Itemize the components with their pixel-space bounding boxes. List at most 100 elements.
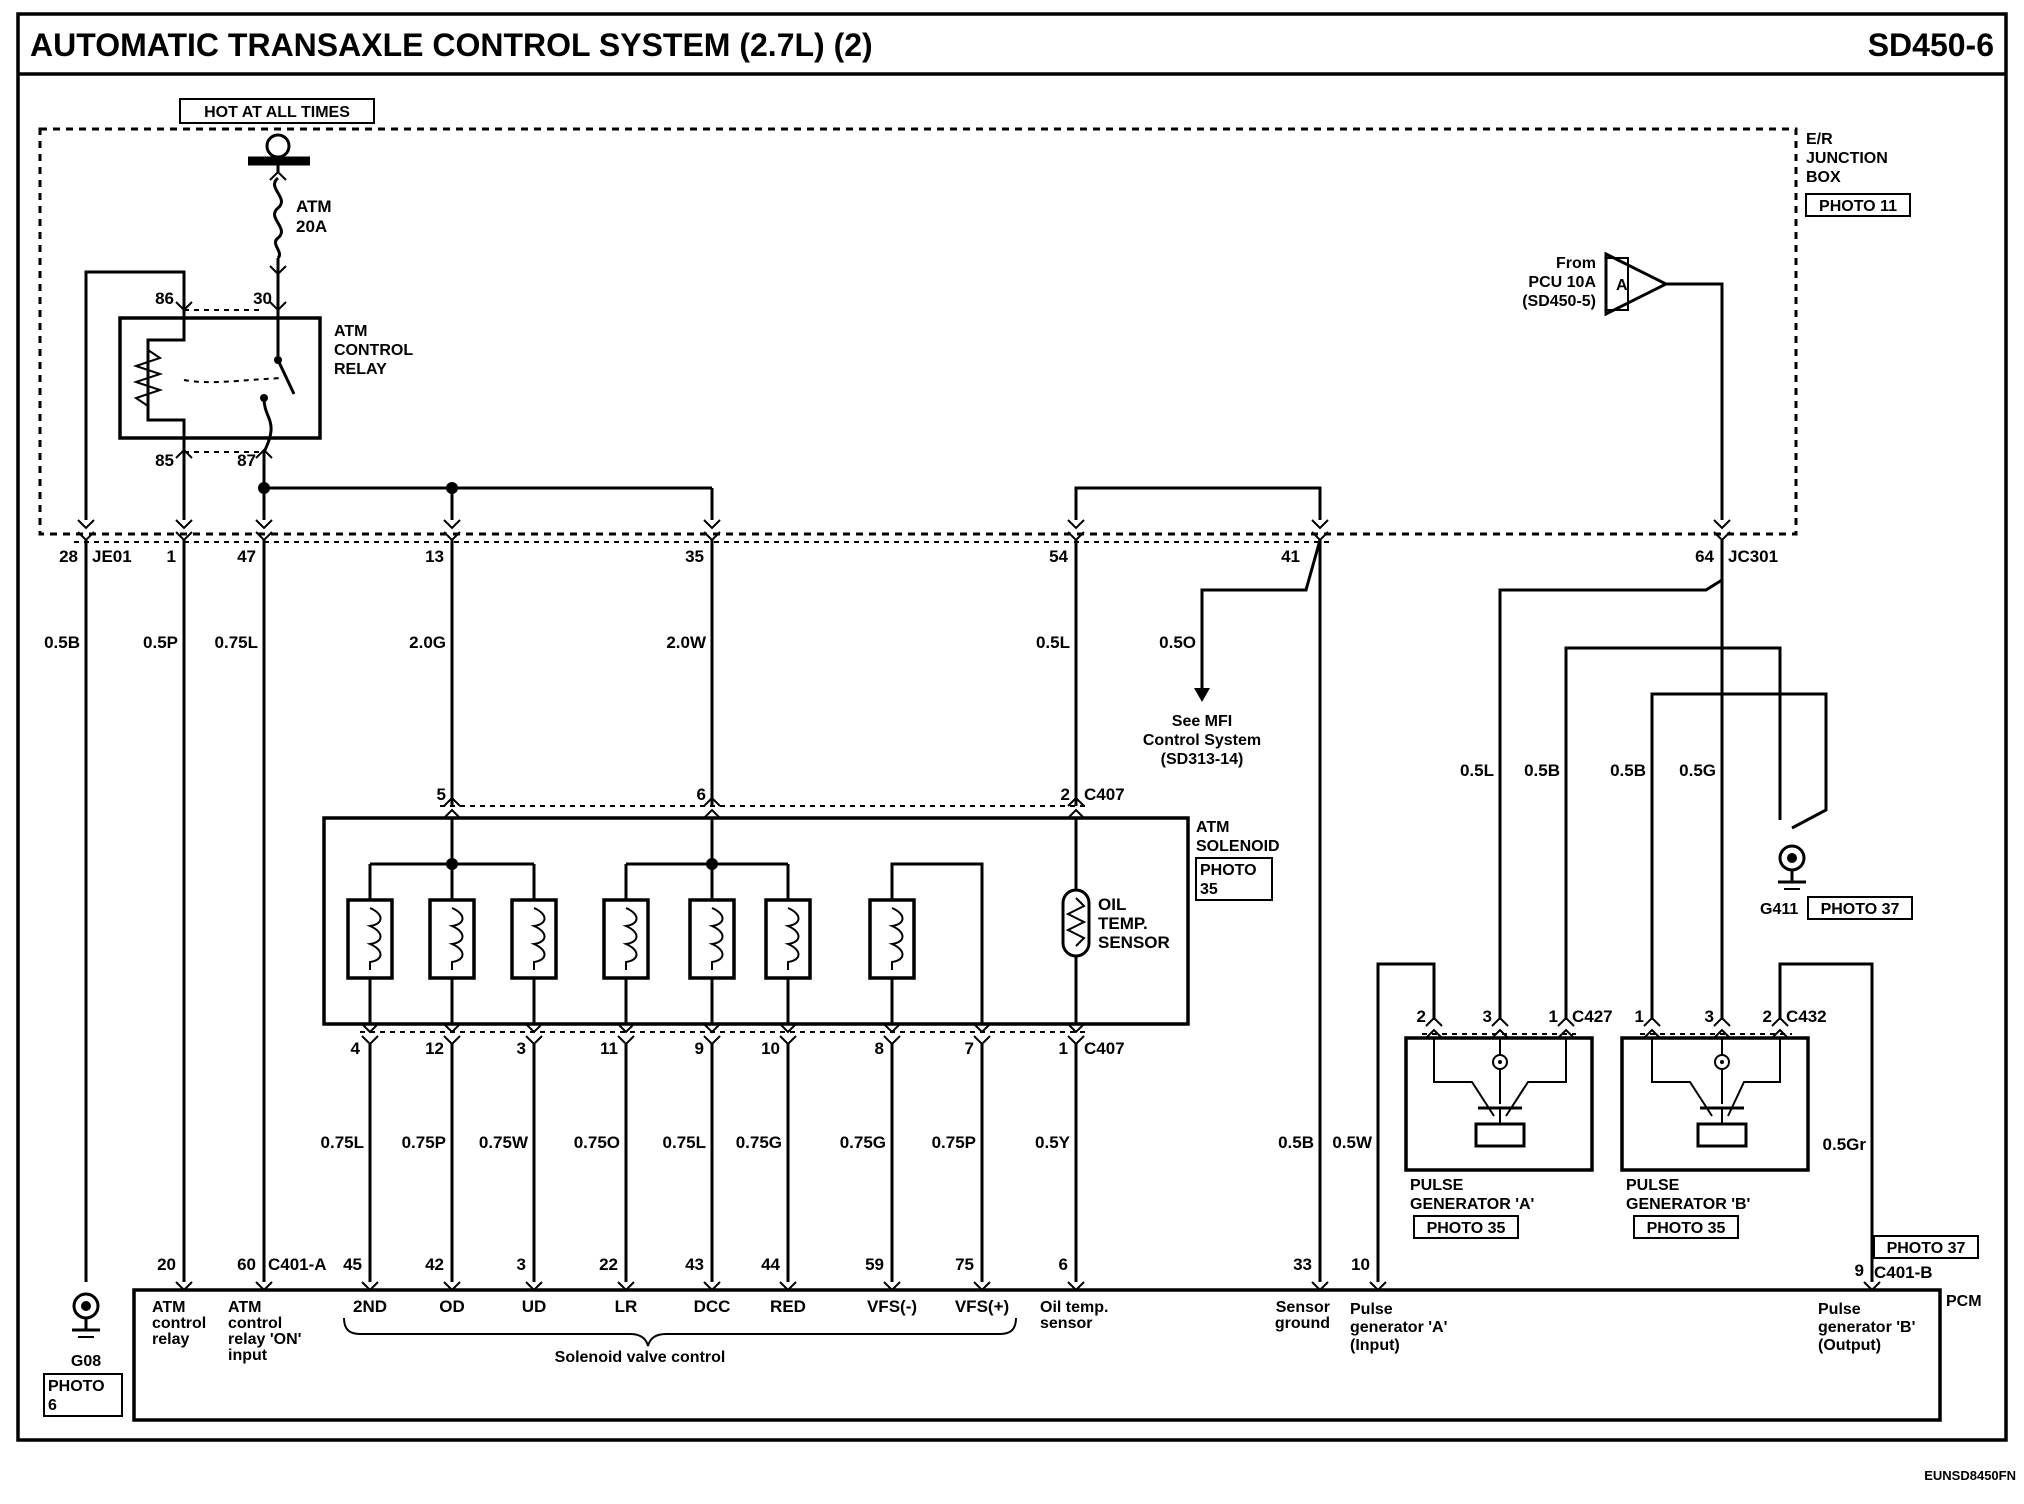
pg-wire-3: 0.5G — [1679, 761, 1716, 780]
mfi-note-line3: (SD313-14) — [1161, 751, 1244, 768]
from-pcu-line1: From — [1556, 255, 1596, 272]
sol-top-pin-6: 6 — [697, 785, 706, 804]
relay-coil-icon — [132, 349, 164, 407]
junction-box-photo: PHOTO 11 — [1819, 198, 1897, 215]
pcm-pin-60: 60 — [237, 1255, 256, 1274]
hot-label-box — [179, 98, 375, 124]
pg-a-line2: GENERATOR 'A' — [1410, 1196, 1534, 1213]
pcm-label-pgb-2: generator 'B' — [1818, 1319, 1915, 1336]
pg-b-connector: C432 — [1786, 1007, 1827, 1026]
wire-mid-8: 0.5Y — [1035, 1133, 1071, 1152]
pcm-label-on-4: input — [228, 1347, 268, 1364]
pcm-label-on-3: relay 'ON' — [228, 1331, 301, 1348]
g411-photo: PHOTO 37 — [1821, 901, 1900, 918]
je01-pin-1: 1 — [167, 547, 176, 566]
relay-name-line3: RELAY — [334, 361, 387, 378]
pcm-sol-ud: UD — [522, 1297, 547, 1316]
oil-sensor-line1: OIL — [1098, 895, 1126, 914]
pg-b-line2: GENERATOR 'B' — [1626, 1196, 1750, 1213]
pcm-label-pgb-3: (Output) — [1818, 1337, 1881, 1354]
pg-b-pin-2: 2 — [1763, 1007, 1772, 1026]
pulse-generator-b-icon — [1651, 1038, 1781, 1148]
pcm-pin-75: 75 — [955, 1255, 974, 1274]
footer-code: EUNSD8450FN — [1924, 1468, 2016, 1483]
pcm-label-sg-2: ground — [1275, 1315, 1330, 1332]
relay-name-line1: ATM — [334, 323, 367, 340]
g08-name: G08 — [71, 1353, 101, 1370]
pcm-sol-od: OD — [439, 1297, 465, 1316]
diagram-code: SD450-6 — [1868, 27, 1994, 63]
wire-mid-1: 0.75P — [402, 1133, 446, 1152]
pcm-pin-20: 20 — [157, 1255, 176, 1274]
sol-bot-pin-7: 7 — [965, 1039, 974, 1058]
wire-mid-3: 0.75O — [574, 1133, 620, 1152]
solenoid-group-bracket — [343, 1317, 1017, 1347]
je01-pin-41: 41 — [1281, 547, 1300, 566]
from-pcu-line3: (SD450-5) — [1522, 293, 1596, 310]
relay-pin-30: 30 — [253, 289, 272, 308]
pg-a-pin-2: 2 — [1417, 1007, 1426, 1026]
pcm-label-relay-3: relay — [152, 1331, 189, 1348]
pcm-pin-33: 33 — [1293, 1255, 1312, 1274]
pcm-sol-vfs-minus: VFS(-) — [867, 1297, 917, 1316]
pcm-pin-43: 43 — [685, 1255, 704, 1274]
g411-name: G411 — [1760, 901, 1798, 918]
oil-sensor-line2: TEMP. — [1098, 914, 1148, 933]
oil-sensor-line3: SENSOR — [1098, 933, 1170, 952]
pcm-pin-22: 22 — [599, 1255, 618, 1274]
pcm-pin-42: 42 — [425, 1255, 444, 1274]
wire-label-2-0g: 2.0G — [409, 633, 446, 652]
pg-wire-2: 0.5B — [1610, 761, 1646, 780]
wire-right-2: 0.5Gr — [1823, 1135, 1867, 1154]
sol-bot-pin-3: 3 — [517, 1039, 526, 1058]
pcm-solenoid-group: Solenoid valve control — [555, 1349, 726, 1366]
solenoid-photo2: 35 — [1200, 881, 1218, 898]
sol-bot-pin-10: 10 — [761, 1039, 780, 1058]
wire-label-0-5b: 0.5B — [44, 633, 80, 652]
sol-bot-pin-1: 1 — [1059, 1039, 1068, 1058]
je01-name: JE01 — [92, 547, 132, 566]
pcm-label-pga-1: Pulse — [1350, 1301, 1393, 1318]
sol-top-pin-5: 5 — [437, 785, 446, 804]
outer-frame — [16, 12, 2008, 1442]
wire-mid-6: 0.75G — [840, 1133, 886, 1152]
sol-bot-pin-12: 12 — [425, 1039, 444, 1058]
mfi-note-line1: See MFI — [1172, 713, 1232, 730]
je01-pin-28: 28 — [59, 547, 78, 566]
pcm-label-oil-1: Oil temp. — [1040, 1299, 1108, 1316]
wire-mid-4: 0.75L — [663, 1133, 706, 1152]
wire-right-0: 0.5B — [1278, 1133, 1314, 1152]
pcm-pin-10: 10 — [1351, 1255, 1370, 1274]
solenoid-photo1: PHOTO — [1200, 862, 1257, 879]
atm-solenoid-block — [322, 816, 1190, 1026]
pcm-photo-b: PHOTO 37 — [1887, 1240, 1966, 1257]
atm-control-relay — [118, 316, 322, 440]
pcm-pin-3: 3 — [517, 1255, 526, 1274]
pg-b-pin-3: 3 — [1705, 1007, 1714, 1026]
pcm-connector-b: C401-B — [1874, 1263, 1933, 1282]
pg-wire-1: 0.5B — [1524, 761, 1560, 780]
pg-b-line1: PULSE — [1626, 1177, 1680, 1194]
mfi-note-line2: Control System — [1143, 732, 1261, 749]
pcm-label-on-1: ATM — [228, 1299, 261, 1316]
pg-wire-0: 0.5L — [1460, 761, 1494, 780]
relay-switch-icon — [276, 359, 296, 395]
hot-label: HOT AT ALL TIMES — [204, 104, 350, 121]
wire-mid-2: 0.75W — [479, 1133, 529, 1152]
wire-label-2-0w: 2.0W — [666, 633, 707, 652]
wire-label-0-5l: 0.5L — [1036, 633, 1070, 652]
pcm-pin-44: 44 — [761, 1255, 780, 1274]
mfi-arrow-icon — [1194, 688, 1210, 702]
from-pcu-tag: A — [1616, 277, 1628, 294]
pcm-connector-a: C401-A — [268, 1255, 327, 1274]
junction-box-line1: E/R — [1806, 131, 1833, 148]
pcm-pin-59: 59 — [865, 1255, 884, 1274]
wire-label-0-5o: 0.5O — [1159, 633, 1196, 652]
pulse-generator-b — [1620, 1036, 1810, 1172]
pcm-name: PCM — [1946, 1293, 1982, 1310]
pcm-label-sg-1: Sensor — [1276, 1299, 1330, 1316]
sol-bot-pin-9: 9 — [695, 1039, 704, 1058]
fuse-icon — [273, 176, 283, 260]
